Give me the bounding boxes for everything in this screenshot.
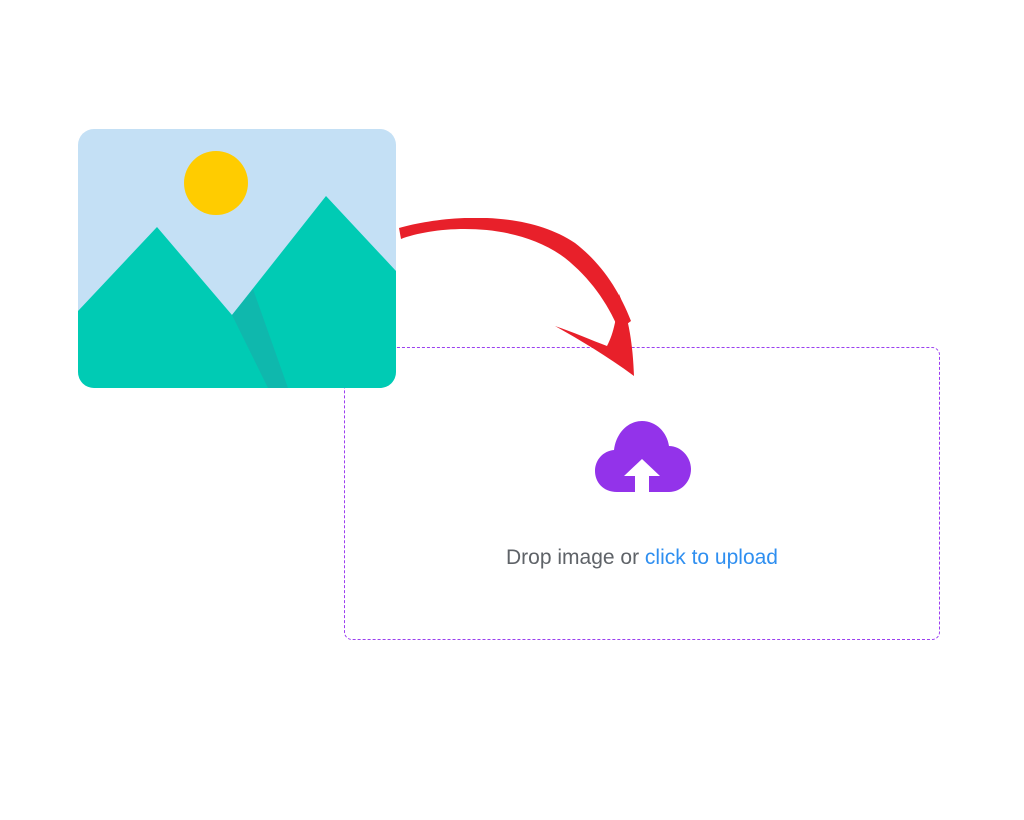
drop-instruction-text: Drop image or (506, 546, 645, 569)
click-to-upload-link[interactable]: click to upload (644, 546, 778, 569)
dropzone-instruction: Drop image or click to upload (345, 545, 939, 571)
image-dropzone[interactable]: Drop image or click to upload (344, 347, 940, 640)
curved-arrow-icon (399, 218, 634, 376)
cloud-upload-icon (595, 421, 691, 492)
image-placeholder-icon (78, 129, 396, 388)
